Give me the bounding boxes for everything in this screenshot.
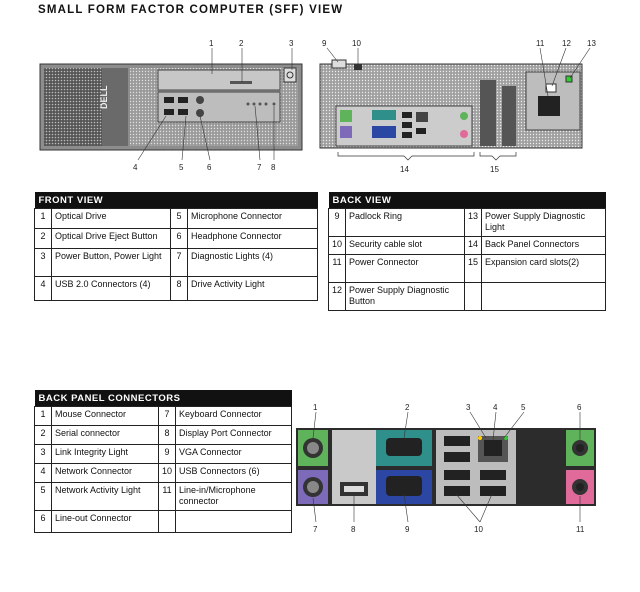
dell-logo: DELL [99,85,109,109]
table-row: 3 Power Button, Power Light 7 Diagnostic… [34,248,318,277]
front-callout-1: 1 [209,39,214,48]
front-view-header: FRONT VIEW [34,192,318,209]
table-row: 2 Optical Drive Eject Button 6 Headphone… [34,228,318,249]
back-view-table: BACK VIEW 9 Padlock Ring 13 Power Supply… [327,192,606,311]
table-row: 9 Padlock Ring 13 Power Supply Diagnosti… [327,208,606,237]
front-callout-2: 2 [239,39,244,48]
table-row: 1 Mouse Connector 7 Keyboard Connector [34,406,292,426]
front-view-illustration: DELL 1 2 3 4 5 6 7 8 [39,39,303,172]
panel-callout-9: 9 [405,525,410,534]
back-panel-illustration: 1 2 3 4 5 6 7 8 9 10 11 [296,403,596,534]
back-callout-10: 10 [352,39,361,48]
panel-callout-7: 7 [313,525,318,534]
table-row: 3 Link Integrity Light 9 VGA Connector [34,444,292,464]
page-title: SMALL FORM FACTOR COMPUTER (SFF) VIEW [38,4,344,16]
panel-callout-6: 6 [577,403,582,412]
front-callout-5: 5 [179,163,184,172]
panel-callout-11: 11 [576,525,585,534]
table-row: 11 Power Connector 15 Expansion card slo… [327,254,606,283]
back-callout-15: 15 [490,165,499,174]
table-row: 4 USB 2.0 Connectors (4) 8 Drive Activit… [34,276,318,301]
table-row: 5 Network Activity Light 11 Line-in/Micr… [34,482,292,511]
back-panel-table: BACK PANEL CONNECTORS 1 Mouse Connector … [34,390,292,533]
back-callout-12: 12 [562,39,571,48]
table-row: 6 Line-out Connector [34,510,292,533]
panel-callout-4: 4 [493,403,498,412]
back-callout-11: 11 [536,39,545,48]
back-panel-header: BACK PANEL CONNECTORS [34,390,292,407]
table-row: 4 Network Connector 10 USB Connectors (6… [34,463,292,483]
front-callout-4: 4 [133,163,138,172]
front-callout-7: 7 [257,163,262,172]
panel-callout-1: 1 [313,403,318,412]
back-callout-14: 14 [400,165,409,174]
table-row: 2 Serial connector 8 Display Port Connec… [34,425,292,445]
front-callout-6: 6 [207,163,212,172]
panel-callout-5: 5 [521,403,526,412]
back-view-header: BACK VIEW [328,192,606,209]
table-row: 10 Security cable slot 14 Back Panel Con… [327,236,606,255]
back-callout-13: 13 [587,39,596,48]
back-callout-9: 9 [322,39,327,48]
table-row: 1 Optical Drive 5 Microphone Connector [34,208,318,229]
front-view-table: FRONT VIEW 1 Optical Drive 5 Microphone … [34,192,318,301]
panel-callout-10: 10 [474,525,483,534]
table-row: 12 Power Supply Diagnostic Button [327,282,606,311]
front-callout-3: 3 [289,39,294,48]
front-callout-8: 8 [271,163,276,172]
panel-callout-2: 2 [405,403,410,412]
panel-callout-3: 3 [466,403,471,412]
back-view-illustration: 9 10 11 12 13 14 15 [319,39,596,174]
panel-callout-8: 8 [351,525,356,534]
